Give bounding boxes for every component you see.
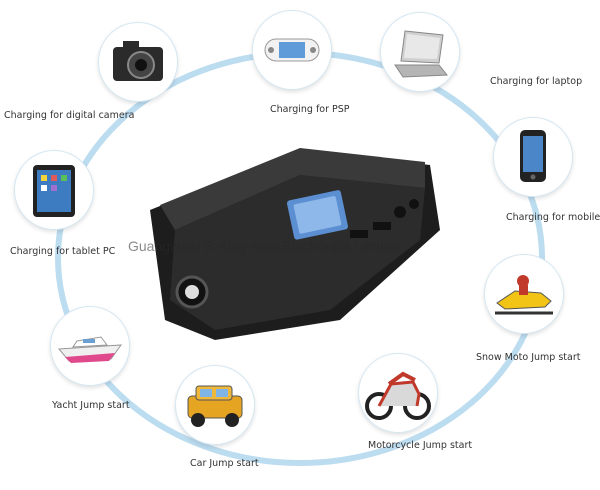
snowmobile-icon — [495, 275, 553, 315]
psp-icon — [264, 38, 320, 62]
psp-label: Charging for PSP — [270, 104, 350, 115]
yacht-node — [50, 306, 130, 386]
laptop-node — [380, 12, 460, 92]
mobile-label: Charging for mobile — [506, 212, 600, 223]
car-label: Car Jump start — [190, 458, 259, 469]
laptop-label: Charging for laptop — [490, 76, 583, 87]
laptop-icon — [394, 30, 449, 78]
digital-camera-label: Charging for digital camera — [4, 110, 135, 121]
motorcycle-label: Motorcycle Jump start — [368, 440, 473, 451]
digital-camera-icon — [113, 41, 163, 81]
motorcycle-icon — [365, 371, 431, 420]
mobile-phone-icon — [520, 130, 546, 182]
snowmobile-node — [484, 254, 564, 334]
tablet-node — [14, 150, 94, 230]
car-icon — [187, 385, 243, 427]
snowmobile-label: Snow Moto Jump start — [476, 352, 581, 363]
tablet-label: Charging for tablet PC — [10, 246, 116, 257]
watermark-text: Guangzhou B-King Auto Electronics Limite… — [128, 238, 400, 254]
car-node — [175, 365, 255, 445]
yacht-label: Yacht Jump start — [52, 400, 130, 411]
yacht-icon — [57, 336, 123, 363]
motorcycle-node — [358, 353, 438, 433]
mobile-node — [493, 117, 573, 197]
tablet-icon — [33, 165, 75, 217]
psp-node — [252, 10, 332, 90]
digital-camera-node — [98, 22, 178, 102]
